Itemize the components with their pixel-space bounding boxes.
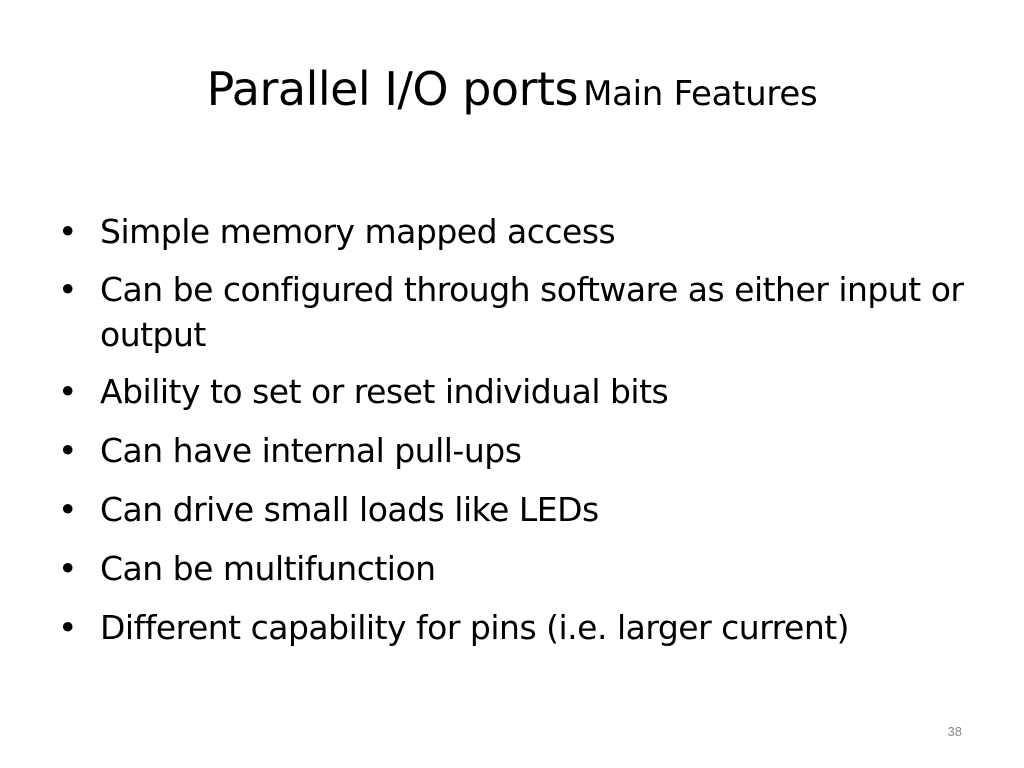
bullet-text: Simple memory mapped access (100, 212, 616, 251)
bullet-text: Can be multifunction (100, 549, 436, 588)
bullet-list: • Simple memory mapped access • Can be c… (58, 208, 978, 663)
bullet-item-5: • Can drive small loads like LEDs (58, 486, 978, 534)
bullet-item-1: • Simple memory mapped access (58, 208, 978, 256)
bullet-text: Can have internal pull-ups (100, 431, 522, 470)
bullet-item-7: • Different capability for pins (i.e. la… (58, 604, 978, 652)
bullet-icon: • (58, 490, 77, 529)
bullet-icon: • (58, 270, 77, 309)
page-number: 38 (947, 724, 962, 739)
bullet-text: Different capability for pins (i.e. larg… (100, 608, 850, 647)
bullet-text: Can be configured through software as ei… (100, 270, 964, 354)
bullet-icon: • (58, 608, 77, 647)
bullet-text: Ability to set or reset individual bits (100, 372, 669, 411)
slide-title: Parallel I/O ports Main Features (0, 64, 1024, 115)
bullet-icon: • (58, 431, 77, 470)
bullet-text: Can drive small loads like LEDs (100, 490, 599, 529)
bullet-icon: • (58, 372, 77, 411)
title-main: Parallel I/O ports (206, 62, 579, 116)
title-subtitle: Main Features (583, 74, 818, 114)
bullet-icon: • (58, 212, 77, 251)
bullet-item-6: • Can be multifunction (58, 545, 978, 593)
bullet-item-4: • Can have internal pull-ups (58, 427, 978, 475)
bullet-item-2: • Can be configured through software as … (58, 267, 978, 357)
bullet-item-3: • Ability to set or reset individual bit… (58, 368, 978, 416)
bullet-icon: • (58, 549, 77, 588)
